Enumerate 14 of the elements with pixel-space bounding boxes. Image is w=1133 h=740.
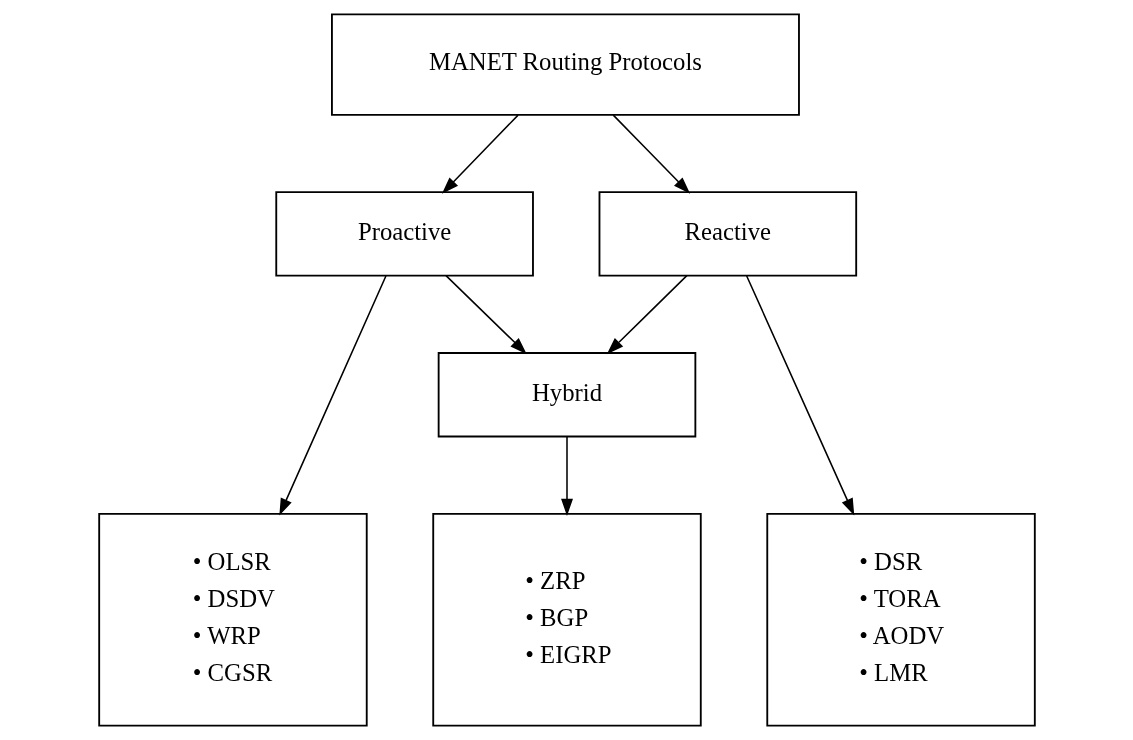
- arrow: [441, 114, 519, 194]
- node-box: • DSR • TORA • AODV • LMR: [765, 512, 1036, 727]
- arrow: [444, 274, 527, 355]
- arrow: [560, 436, 573, 516]
- node-box: • ZRP • BGP • EIGRP: [431, 512, 702, 727]
- node-box: Proactive: [274, 191, 534, 277]
- node-box: MANET Routing Protocols: [330, 13, 800, 116]
- node-box: Hybrid: [437, 352, 696, 438]
- node-box: Reactive: [598, 191, 857, 277]
- node-box: • OLSR • DSDV • WRP • CGSR: [97, 512, 368, 727]
- arrow: [278, 275, 387, 516]
- arrow: [606, 274, 688, 355]
- arrow: [612, 114, 690, 194]
- arrow: [745, 275, 854, 516]
